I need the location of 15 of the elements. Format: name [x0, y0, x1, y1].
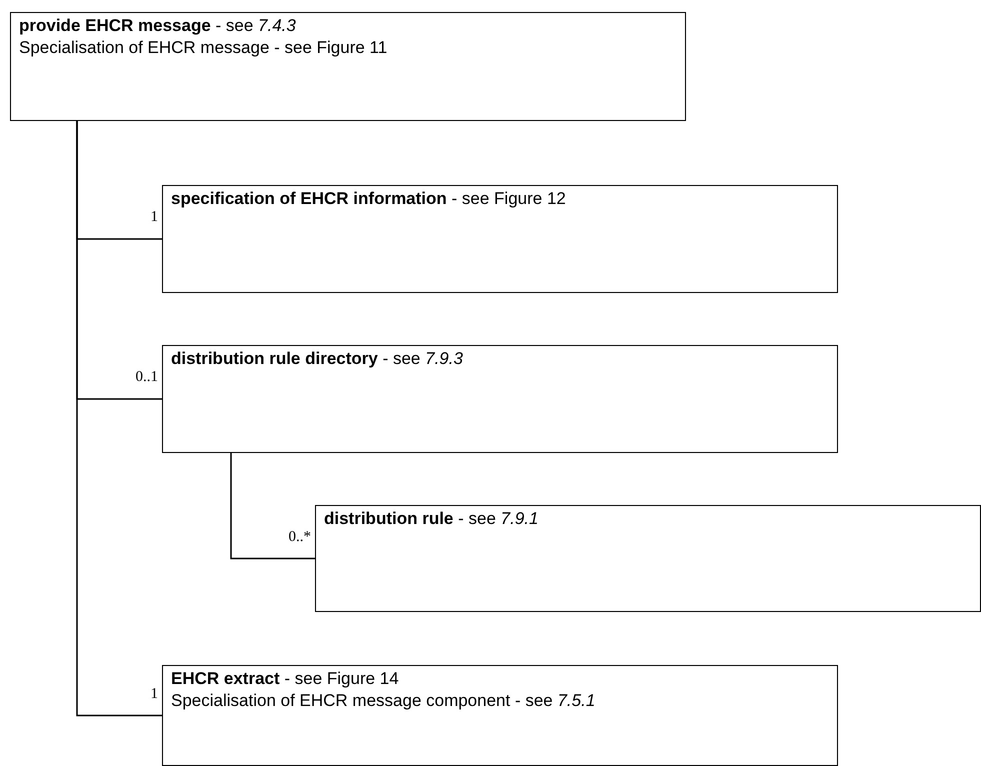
connector-line [230, 453, 315, 560]
class-box [162, 185, 838, 293]
multiplicity-label: 0..* [288, 528, 311, 544]
class-box [315, 505, 981, 612]
class-title: distribution rule - see 7.9.1 [324, 508, 538, 530]
class-title: distribution rule directory - see 7.9.3 [171, 348, 463, 370]
class-description: Specialisation of EHCR message - see Figure 11 [19, 37, 388, 59]
class-description: Specialisation of EHCR message component - see 7.5.1 [171, 690, 596, 712]
class-box [10, 12, 686, 121]
class-box [162, 345, 838, 453]
class-box [162, 665, 838, 766]
connector-line [76, 121, 162, 716]
class-title: specification of EHCR information - see Figure 12 [171, 188, 566, 210]
class-title: EHCR extract - see Figure 14 [171, 668, 399, 690]
class-title: provide EHCR message - see 7.4.3 [19, 15, 296, 37]
